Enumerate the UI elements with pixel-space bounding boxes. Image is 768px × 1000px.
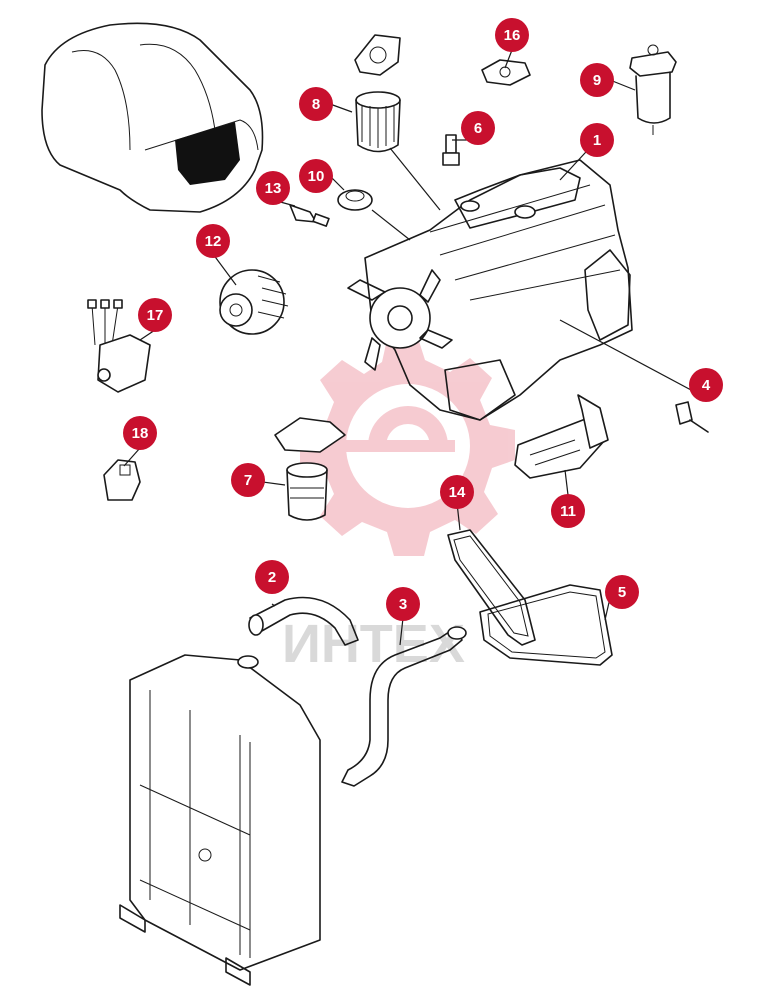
callout-circle xyxy=(580,63,614,97)
callout-16: 16 xyxy=(495,18,529,52)
callout-number: 11 xyxy=(560,503,576,520)
callout-number: 9 xyxy=(593,72,601,89)
callout-number: 1 xyxy=(593,132,601,149)
callout-circle xyxy=(299,87,333,121)
part-6-sensor xyxy=(442,134,460,166)
part-8-oil-filter xyxy=(355,91,401,153)
callout-number: 12 xyxy=(205,233,222,250)
callout-circle xyxy=(689,368,723,402)
callout-number: 17 xyxy=(147,307,164,324)
callout-number: 2 xyxy=(268,569,276,586)
part-12-alternator xyxy=(219,269,289,335)
callout-2: 2 xyxy=(255,560,289,594)
callout-number: 5 xyxy=(618,584,626,601)
callout-number: 4 xyxy=(702,377,711,394)
engine-assembly xyxy=(347,159,633,421)
callout-14: 14 xyxy=(440,475,474,509)
callout-number: 16 xyxy=(504,27,521,44)
callout-circle xyxy=(299,159,333,193)
callout-1: 1 xyxy=(580,123,614,157)
callout-13: 13 xyxy=(256,171,290,205)
callout-number: 3 xyxy=(399,596,407,613)
callout-3: 3 xyxy=(386,587,420,621)
part-2-hose xyxy=(248,596,359,646)
callout-circle xyxy=(580,123,614,157)
part-9-fuel-filter xyxy=(629,44,677,135)
callout-number: 18 xyxy=(132,425,149,442)
callout-circle xyxy=(256,171,290,205)
part-4-glow-plug xyxy=(675,401,709,433)
part-5-belt xyxy=(479,584,613,666)
callout-circle xyxy=(605,575,639,609)
callout-circle xyxy=(440,475,474,509)
part-10-thermostat xyxy=(337,189,373,211)
callout-circle xyxy=(551,494,585,528)
callout-number: 14 xyxy=(449,484,466,501)
part-17-relay xyxy=(87,299,151,393)
callout-circle xyxy=(386,587,420,621)
callout-12: 12 xyxy=(196,224,230,258)
callout-number: 13 xyxy=(265,180,282,197)
callout-circle xyxy=(123,416,157,450)
part-14-belt xyxy=(447,529,536,646)
callout-5: 5 xyxy=(605,575,639,609)
part-11-starter xyxy=(514,394,609,479)
radiator xyxy=(119,654,321,986)
callout-8: 8 xyxy=(299,87,333,121)
part-7-fuel-filter xyxy=(274,417,346,521)
callout-number: 7 xyxy=(244,472,252,489)
callout-17: 17 xyxy=(138,298,172,332)
callout-number: 10 xyxy=(308,168,325,185)
callout-4: 4 xyxy=(689,368,723,402)
callout-18: 18 xyxy=(123,416,157,450)
callout-10: 10 xyxy=(299,159,333,193)
part-18-relay xyxy=(103,459,141,501)
callout-circle xyxy=(138,298,172,332)
callout-number: 6 xyxy=(474,120,482,137)
part-16-gasket xyxy=(354,34,531,86)
engine-hood xyxy=(41,22,264,213)
callout-circle xyxy=(196,224,230,258)
callout-circle xyxy=(255,560,289,594)
callout-circle xyxy=(495,18,529,52)
callout-9: 9 xyxy=(580,63,614,97)
callout-number: 8 xyxy=(312,96,320,113)
callout-6: 6 xyxy=(461,111,495,145)
callout-7: 7 xyxy=(231,463,265,497)
part-13-sensor xyxy=(289,204,330,227)
callout-circle xyxy=(231,463,265,497)
part-3-hose xyxy=(341,626,467,787)
callout-circle xyxy=(461,111,495,145)
watermark-logo xyxy=(300,335,515,556)
callout-11: 11 xyxy=(551,494,585,528)
watermark-text: ИНТЕХ xyxy=(282,614,465,674)
